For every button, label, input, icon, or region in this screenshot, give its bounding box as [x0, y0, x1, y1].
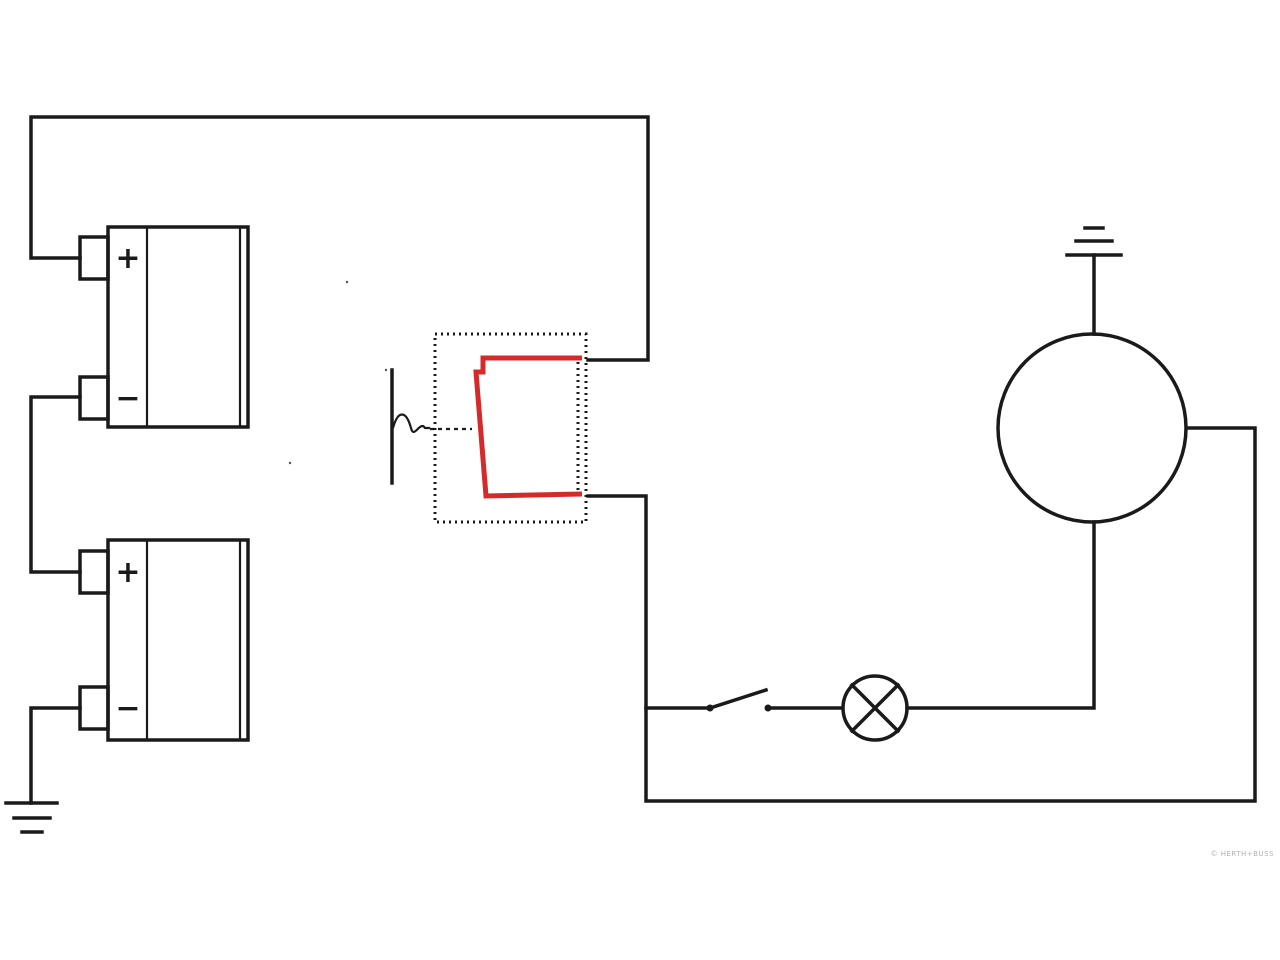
open-switch — [706, 687, 772, 712]
battery-top: + − — [78, 225, 250, 429]
wire-relay-to-load — [586, 426, 1257, 803]
battery-bottom-plus-label: + — [115, 555, 140, 590]
generator-symbol — [996, 332, 1188, 524]
ground-symbol-right — [1065, 226, 1123, 336]
lamp-symbol — [841, 674, 909, 742]
relay-housing-outline — [433, 332, 588, 524]
battery-relay-switch — [390, 332, 588, 524]
ground-symbol-left — [4, 801, 59, 834]
wire-lamp-to-generator — [905, 520, 1096, 710]
wire-battery-plus-to-relay — [29, 115, 650, 362]
wire-battery-series-link — [29, 395, 82, 574]
relay-contact-bridge — [473, 355, 583, 499]
watermark: © HERTH+BUSS — [1210, 850, 1274, 858]
battery-top-plus-label: + — [115, 241, 140, 276]
relay-actuator-knob — [390, 368, 472, 485]
battery-bottom-minus-label: − — [115, 691, 140, 726]
wire-battery-minus-to-ground — [29, 706, 82, 805]
battery-top-minus-label: − — [115, 381, 140, 416]
battery-bottom: + − — [78, 538, 250, 742]
